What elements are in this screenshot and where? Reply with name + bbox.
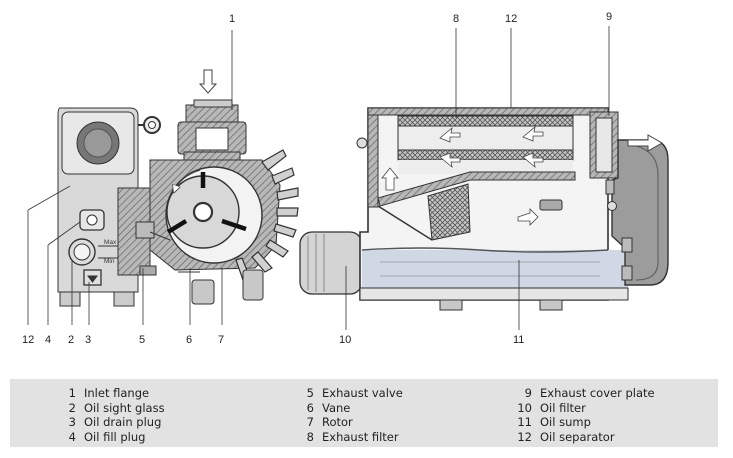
callout-7: 7 [218,334,224,346]
right-foot [242,269,264,301]
flow-arrow [522,152,544,169]
left-callouts: 1 12 4 2 3 5 6 7 [22,13,235,346]
left-foot [191,279,215,305]
callout-2: 2 [68,334,74,346]
demister-mesh [427,183,471,241]
sight-glass-max: Max [104,239,117,246]
callout-6: 6 [186,334,192,346]
rotation-arrow [174,169,201,192]
flow-arrow [439,152,461,169]
exhaust-valve [135,221,155,239]
callout-4: 4 [45,334,51,346]
right-callouts: 8 12 9 10 11 [339,11,612,346]
oil-separator [377,171,576,207]
sump-foot-left [439,299,463,311]
exhaust-filter-lower [397,149,574,161]
callout-12-right: 12 [505,13,517,25]
callout-10: 10 [339,334,351,346]
callout-12-left: 12 [22,334,34,346]
vanes [166,172,247,234]
callout-5: 5 [139,334,145,346]
right-leader-lines [345,26,610,330]
rotor-shaft [192,201,214,223]
flow-arrow [522,125,544,142]
end-section-view: Max Min [57,69,299,307]
side-section-view [299,107,669,311]
callout-9: 9 [606,11,612,23]
oil-filter [299,231,363,295]
callout-1: 1 [229,13,235,25]
sump-foot-right [539,299,563,311]
exhaust-filter-upper [397,115,574,127]
flow-arrow [381,167,399,191]
callout-11: 11 [513,334,524,346]
outlet-arrow [627,134,664,152]
left-leader-lines [27,30,233,325]
flow-arrow [517,208,539,226]
callout-8: 8 [453,13,459,25]
callout-3: 3 [85,334,91,346]
flow-arrow [439,126,461,143]
oil-sump [362,250,628,288]
inlet-arrow [198,69,218,94]
sight-glass-min: Min [104,258,115,265]
